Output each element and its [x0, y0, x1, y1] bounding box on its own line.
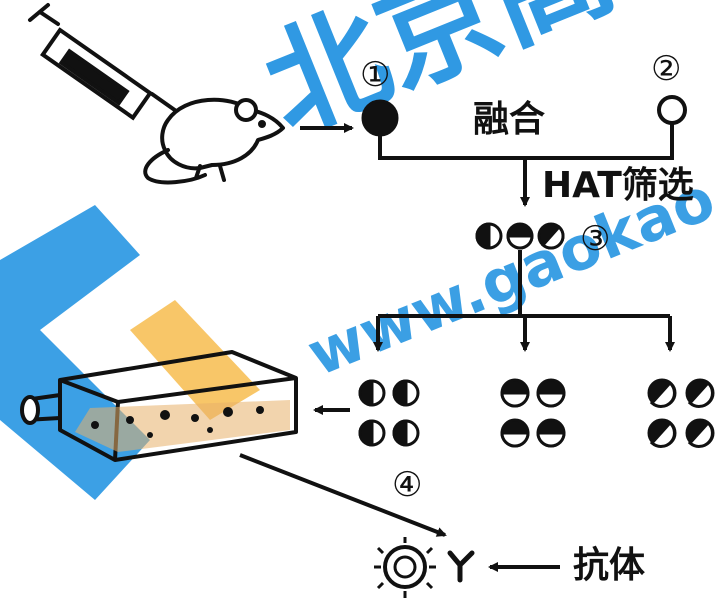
culture-flask-icon: [20, 350, 298, 462]
syringe-icon: [28, 3, 198, 127]
fusion-label: 融合: [473, 99, 546, 140]
step-3-label: ③: [580, 219, 611, 259]
spleen-b-cell: [361, 99, 399, 137]
mouse-icon: [143, 97, 285, 185]
clone-group-2: [500, 378, 566, 448]
antigen-cell-icon: [374, 537, 436, 598]
clone-group-1: [358, 379, 420, 447]
hybrid-cells: [475, 222, 565, 250]
step-1-label: ①: [360, 55, 391, 95]
hat-screen-label: HAT筛选: [542, 165, 694, 206]
antibody-label: 抗体: [573, 545, 646, 586]
step-2-label: ②: [651, 49, 682, 89]
myeloma-cell: [657, 95, 687, 125]
step-4-label: ④: [392, 465, 423, 505]
antibody-icon: [447, 550, 475, 583]
clone-group-3: [647, 378, 715, 448]
